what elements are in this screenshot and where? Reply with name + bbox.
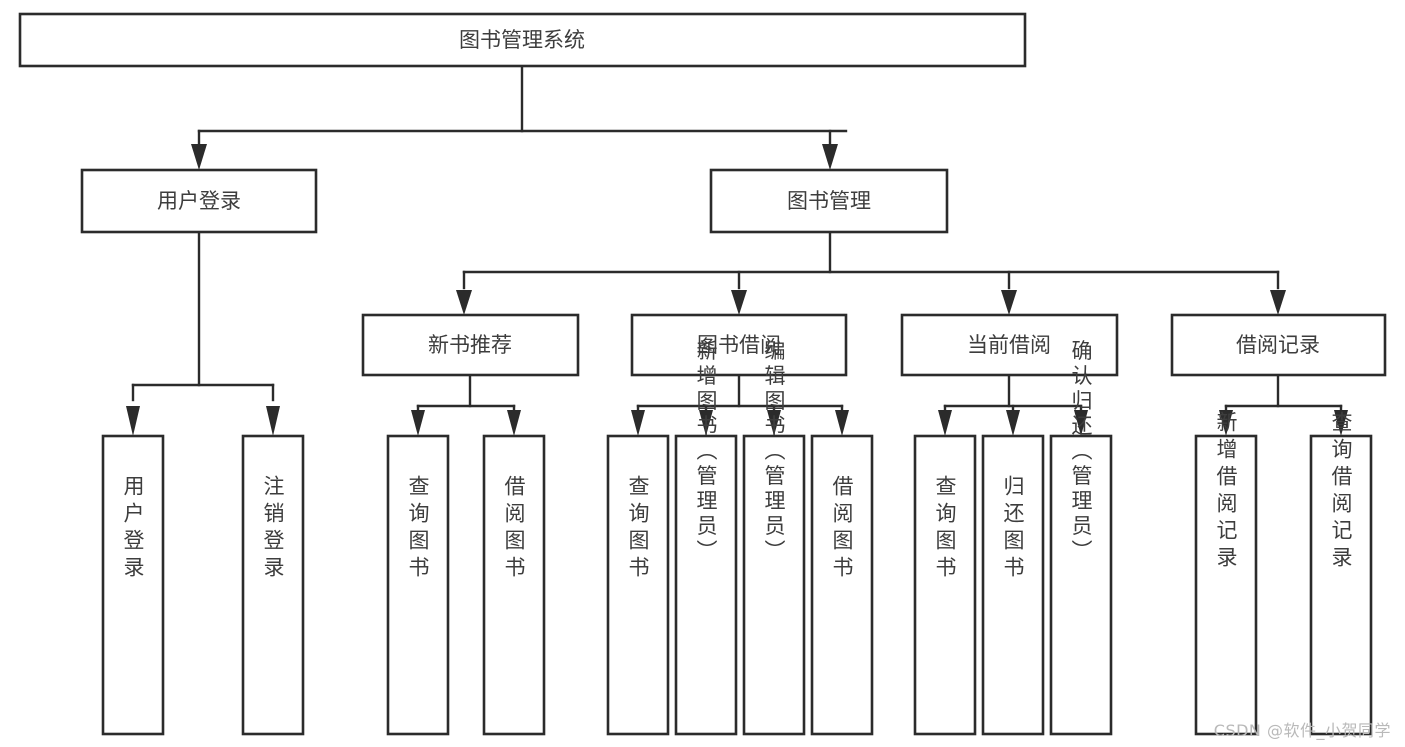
root-box[interactable] xyxy=(18,12,1027,68)
node-user-login[interactable]: 用户登录 xyxy=(80,168,318,234)
leaf-box[interactable] xyxy=(606,434,670,736)
leaf-box[interactable] xyxy=(1049,434,1113,736)
leaf-box[interactable] xyxy=(810,434,874,736)
arrow-to-borrow-record xyxy=(1270,290,1286,315)
leaf-box[interactable] xyxy=(913,434,977,736)
leaf-current-query-book[interactable]: 查询图书 xyxy=(913,434,977,736)
arrow-borrow-leaf-1 xyxy=(631,410,645,436)
arrow-user-leaf-1 xyxy=(126,406,140,436)
user-login-label: 用户登录 xyxy=(157,189,241,213)
leaf-new-book-borrow[interactable]: 借阅图书 xyxy=(482,434,546,736)
arrow-to-new-book xyxy=(456,290,472,315)
leaf-box[interactable] xyxy=(241,434,305,736)
arrow-borrow-leaf-3 xyxy=(767,410,781,436)
leaf-label-vertical: 查询图书 xyxy=(406,475,430,583)
leaf-label-vertical: 新增图书（管理员） xyxy=(694,340,718,565)
current-borrow-label: 当前借阅 xyxy=(967,333,1051,357)
leaf-borrow-edit-book[interactable]: 编辑图书（管理员） xyxy=(742,340,806,736)
leaf-label-vertical: 查询图书 xyxy=(626,475,650,583)
arrow-user-leaf-2 xyxy=(266,406,280,436)
leaf-label-vertical: 查询借阅记录 xyxy=(1329,411,1353,573)
arrow-record-leaf-1 xyxy=(1219,410,1233,436)
leaf-borrow-query-book[interactable]: 查询图书 xyxy=(606,434,670,736)
leaf-record-add[interactable]: 新增借阅记录 xyxy=(1194,411,1258,736)
leaf-new-book-query[interactable]: 查询图书 xyxy=(386,434,450,736)
edge-layer xyxy=(126,64,1348,436)
leaf-record-query[interactable]: 查询借阅记录 xyxy=(1309,411,1373,736)
leaf-box[interactable] xyxy=(1194,434,1258,736)
leaf-current-return-book[interactable]: 归还图书 xyxy=(981,434,1045,736)
new-book-recommend-box[interactable] xyxy=(361,313,580,377)
borrow-record-label: 借阅记录 xyxy=(1236,333,1320,357)
borrow-record-box[interactable] xyxy=(1170,313,1387,377)
leaf-box[interactable] xyxy=(101,434,165,736)
arrow-current-leaf-3 xyxy=(1074,410,1088,436)
leaf-label-vertical: 新增借阅记录 xyxy=(1214,411,1238,573)
leaf-box[interactable] xyxy=(981,434,1045,736)
leaf-box[interactable] xyxy=(742,434,806,736)
leaf-label-vertical: 注销登录 xyxy=(261,475,285,583)
arrow-to-book-borrow xyxy=(731,290,747,315)
leaf-label-vertical: 查询图书 xyxy=(933,475,957,583)
arrow-to-user-login xyxy=(191,144,207,170)
leaf-label-vertical: 用户登录 xyxy=(121,475,145,583)
arrow-borrow-leaf-2 xyxy=(699,410,713,436)
leaf-borrow-borrow-book[interactable]: 借阅图书 xyxy=(810,434,874,736)
leaf-box[interactable] xyxy=(482,434,546,736)
leaf-label-vertical: 借阅图书 xyxy=(502,475,526,583)
leaf-user-login-logout[interactable]: 注销登录 xyxy=(241,434,305,736)
root-label: 图书管理系统 xyxy=(459,28,585,52)
arrow-current-leaf-2 xyxy=(1006,410,1020,436)
current-borrow-box[interactable] xyxy=(900,313,1119,377)
book-manage-label: 图书管理 xyxy=(787,189,871,213)
leaf-label-vertical: 确认归还（管理员） xyxy=(1069,340,1093,565)
arrow-newbook-leaf-1 xyxy=(411,410,425,436)
node-borrow-record[interactable]: 借阅记录 xyxy=(1170,313,1387,377)
leaf-label-vertical: 归还图书 xyxy=(1001,475,1025,583)
arrow-to-book-manage xyxy=(822,144,838,170)
user-login-box[interactable] xyxy=(80,168,318,234)
node-book-borrow[interactable]: 图书借阅 xyxy=(630,313,848,377)
leaf-label-vertical: 编辑图书（管理员） xyxy=(762,340,786,565)
book-manage-box[interactable] xyxy=(709,168,949,234)
leaf-box[interactable] xyxy=(386,434,450,736)
book-borrow-box[interactable] xyxy=(630,313,848,377)
leaf-borrow-add-book[interactable]: 新增图书（管理员） xyxy=(674,340,738,736)
arrow-borrow-leaf-4 xyxy=(835,410,849,436)
node-root[interactable]: 图书管理系统 xyxy=(18,12,1027,68)
arrow-to-current-borrow xyxy=(1001,290,1017,315)
node-current-borrow[interactable]: 当前借阅 xyxy=(900,313,1119,377)
leaf-box[interactable] xyxy=(1309,434,1373,736)
leaf-current-confirm-return[interactable]: 确认归还（管理员） xyxy=(1049,340,1113,736)
arrow-record-leaf-2 xyxy=(1334,410,1348,436)
node-book-manage[interactable]: 图书管理 xyxy=(709,168,949,234)
book-borrow-label: 图书借阅 xyxy=(697,333,781,357)
leaf-box[interactable] xyxy=(674,434,738,736)
leaf-user-login-login[interactable]: 用户登录 xyxy=(101,434,165,736)
arrow-newbook-leaf-2 xyxy=(507,410,521,436)
arrow-current-leaf-1 xyxy=(938,410,952,436)
node-new-book-recommend[interactable]: 新书推荐 xyxy=(361,313,580,377)
new-book-recommend-label: 新书推荐 xyxy=(428,333,512,357)
leaf-label-vertical: 借阅图书 xyxy=(830,475,854,583)
